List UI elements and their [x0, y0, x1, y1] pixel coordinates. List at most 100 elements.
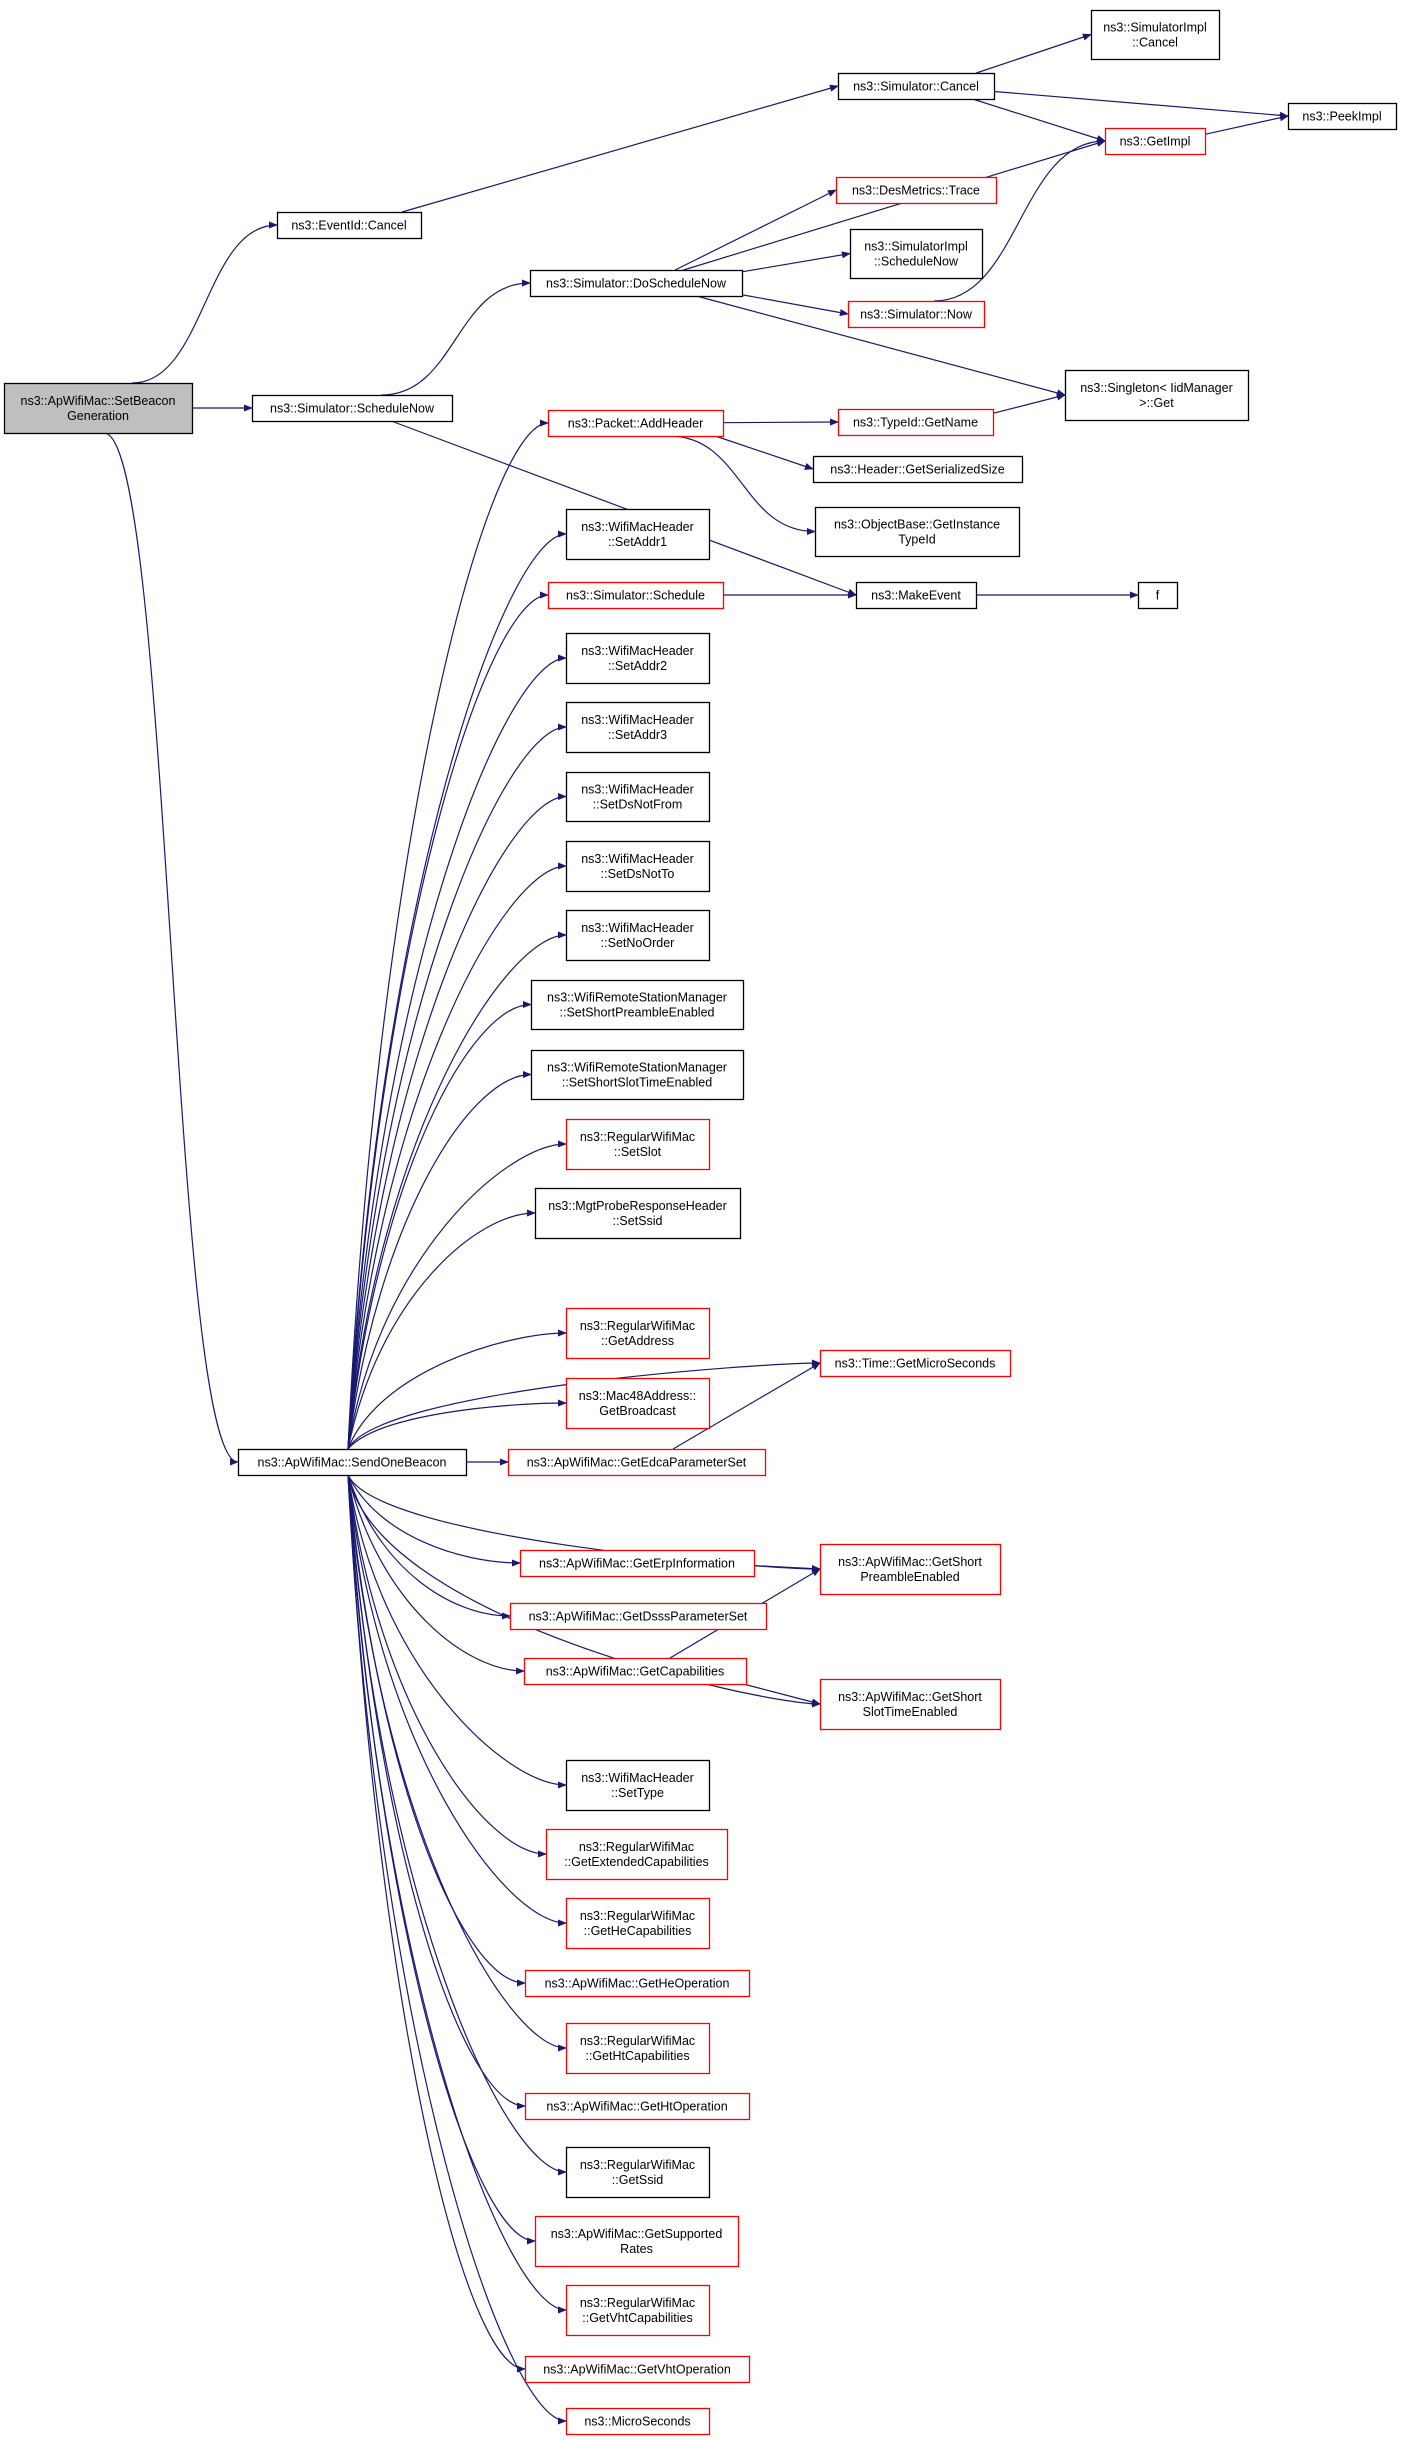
edge-setbeacon-to-eventidcancel: [132, 221, 278, 384]
node-singleton[interactable]: ns3::Singleton< IidManager>::Get: [1064, 369, 1250, 422]
edge-sendonebeacon-to-setaddr2: [347, 654, 567, 1450]
edge-sendonebeacon-to-setnoorder: [347, 931, 567, 1450]
node-setaddr1[interactable]: ns3::WifiMacHeader::SetAddr1: [565, 508, 711, 561]
node-schedulenow[interactable]: ns3::Simulator::ScheduleNow: [251, 394, 454, 423]
node-label: ::SetShortPreambleEnabled: [560, 1006, 715, 1020]
node-simimplschedulenow[interactable]: ns3::SimulatorImpl::ScheduleNow: [849, 228, 984, 280]
edge-sendonebeacon-to-getheop: [347, 1474, 526, 1987]
node-label: ns3::Time::GetMicroSeconds: [835, 1357, 996, 1371]
node-label: ns3::Simulator::Cancel: [853, 80, 979, 94]
node-setshortslot[interactable]: ns3::WifiRemoteStationManager::SetShortS…: [530, 1049, 745, 1101]
node-box: [837, 408, 995, 437]
node-microseconds[interactable]: ns3::MicroSeconds: [565, 2407, 711, 2436]
edge-sendonebeacon-to-getsupportedrates: [347, 1474, 536, 2245]
node-box: [276, 211, 423, 240]
node-setaddr2[interactable]: ns3::WifiMacHeader::SetAddr2: [565, 632, 711, 685]
node-sendonebeacon[interactable]: ns3::ApWifiMac::SendOneBeacon: [237, 1448, 468, 1477]
node-getvhtcap[interactable]: ns3::RegularWifiMac::GetVhtCapabilities: [565, 2284, 711, 2337]
node-box: [565, 2146, 711, 2199]
edges-layer: [103, 33, 1289, 2425]
node-label: ::SetAddr1: [608, 535, 667, 549]
node-box: [565, 1307, 711, 1360]
node-f[interactable]: f: [1137, 581, 1179, 610]
edge-addheader-to-getinstancetypeid: [669, 435, 816, 536]
node-typeidgetname[interactable]: ns3::TypeId::GetName: [837, 408, 995, 437]
node-box: [565, 1118, 711, 1171]
node-desmetrics[interactable]: ns3::DesMetrics::Trace: [835, 176, 998, 205]
node-getaddress[interactable]: ns3::RegularWifiMac::GetAddress: [565, 1307, 711, 1360]
node-label: f: [1156, 589, 1160, 603]
node-label: ns3::Simulator::ScheduleNow: [270, 402, 435, 416]
edge-doschedulenow-to-simnow: [741, 294, 849, 317]
node-box: [507, 1448, 767, 1477]
node-getvhtop[interactable]: ns3::ApWifiMac::GetVhtOperation: [524, 2355, 751, 2384]
node-simnow[interactable]: ns3::Simulator::Now: [847, 300, 986, 329]
node-label: ns3::ApWifiMac::GetHtOperation: [546, 2100, 727, 2114]
node-getdsss[interactable]: ns3::ApWifiMac::GetDsssParameterSet: [509, 1602, 768, 1631]
node-gethtop[interactable]: ns3::ApWifiMac::GetHtOperation: [524, 2092, 751, 2121]
node-getimpl[interactable]: ns3::GetImpl: [1104, 127, 1207, 156]
node-label: GetBroadcast: [599, 1404, 676, 1418]
node-setslot[interactable]: ns3::RegularWifiMac::SetSlot: [565, 1118, 711, 1171]
node-simcancel[interactable]: ns3::Simulator::Cancel: [837, 72, 996, 101]
node-label: PreambleEnabled: [860, 1570, 959, 1584]
node-gethtcap[interactable]: ns3::RegularWifiMac::GetHtCapabilities: [565, 2022, 711, 2075]
node-box: [534, 2215, 740, 2268]
node-getedca[interactable]: ns3::ApWifiMac::GetEdcaParameterSet: [507, 1448, 767, 1477]
node-setshortpreamble[interactable]: ns3::WifiRemoteStationManager::SetShortP…: [530, 979, 745, 1031]
node-makeevent[interactable]: ns3::MakeEvent: [855, 581, 978, 610]
node-label: ns3::Simulator::Schedule: [566, 589, 705, 603]
node-label: ns3::Packet::AddHeader: [568, 417, 704, 431]
node-doschedulenow[interactable]: ns3::Simulator::DoScheduleNow: [529, 269, 744, 298]
node-setaddr3[interactable]: ns3::WifiMacHeader::SetAddr3: [565, 701, 711, 754]
node-box: [812, 455, 1024, 484]
node-getextcap[interactable]: ns3::RegularWifiMac::GetExtendedCapabili…: [545, 1828, 729, 1881]
node-getheop[interactable]: ns3::ApWifiMac::GetHeOperation: [524, 1969, 751, 1998]
node-label: ns3::ApWifiMac::GetEdcaParameterSet: [527, 1456, 747, 1470]
node-label: ns3::RegularWifiMac: [580, 2034, 695, 2048]
node-label: ns3::WifiMacHeader: [581, 921, 694, 935]
edge-sendonebeacon-to-gethtop: [347, 1474, 526, 2110]
node-box: [523, 1657, 748, 1686]
node-getmicroseconds[interactable]: ns3::Time::GetMicroSeconds: [819, 1349, 1012, 1378]
node-label: ::SetSsid: [612, 1214, 662, 1228]
node-label: ns3::ApWifiMac::GetHeOperation: [545, 1977, 730, 1991]
edge-sendonebeacon-to-getaddress: [347, 1329, 567, 1450]
node-peekimpl[interactable]: ns3::PeekImpl: [1287, 102, 1398, 131]
node-label: ns3::ApWifiMac::GetShort: [838, 1690, 982, 1704]
node-addheader[interactable]: ns3::Packet::AddHeader: [547, 409, 725, 438]
edge-sendonebeacon-to-simschedule: [347, 591, 549, 1450]
node-geterp[interactable]: ns3::ApWifiMac::GetErpInformation: [519, 1549, 756, 1578]
node-box: [1137, 581, 1179, 610]
edge-sendonebeacon-to-setshortslot: [347, 1070, 532, 1450]
node-getssid[interactable]: ns3::RegularWifiMac::GetSsid: [565, 2146, 711, 2199]
node-label: ns3::WifiMacHeader: [581, 1771, 694, 1785]
node-box: [545, 1828, 729, 1881]
node-label: ns3::WifiMacHeader: [581, 713, 694, 727]
node-box: [565, 1759, 711, 1812]
node-setnoorder[interactable]: ns3::WifiMacHeader::SetNoOrder: [565, 909, 711, 962]
node-box: [565, 771, 711, 823]
node-getbroadcast[interactable]: ns3::Mac48Address::GetBroadcast: [565, 1377, 711, 1430]
node-box: [534, 1187, 742, 1240]
node-eventidcancel[interactable]: ns3::EventId::Cancel: [276, 211, 423, 240]
edge-sendonebeacon-to-getvhtcap: [347, 1474, 567, 2314]
node-settype[interactable]: ns3::WifiMacHeader::SetType: [565, 1759, 711, 1812]
node-getserializedsize[interactable]: ns3::Header::GetSerializedSize: [812, 455, 1024, 484]
node-setdsnotto[interactable]: ns3::WifiMacHeader::SetDsNotTo: [565, 840, 711, 893]
node-box: [1090, 9, 1221, 61]
nodes-layer: ns3::ApWifiMac::SetBeaconGenerationns3::…: [3, 9, 1398, 2436]
node-getcapabilities[interactable]: ns3::ApWifiMac::GetCapabilities: [523, 1657, 748, 1686]
node-setdsnotfrom[interactable]: ns3::WifiMacHeader::SetDsNotFrom: [565, 771, 711, 823]
node-simschedule[interactable]: ns3::Simulator::Schedule: [547, 581, 725, 610]
node-label: ::SetNoOrder: [601, 936, 675, 950]
edge-simcancel-to-simimplcancel: [976, 33, 1092, 74]
node-setssid[interactable]: ns3::MgtProbeResponseHeader::SetSsid: [534, 1187, 742, 1240]
node-gethecap[interactable]: ns3::RegularWifiMac::GetHeCapabilities: [565, 1897, 711, 1950]
node-simimplcancel[interactable]: ns3::SimulatorImpl::Cancel: [1090, 9, 1221, 61]
